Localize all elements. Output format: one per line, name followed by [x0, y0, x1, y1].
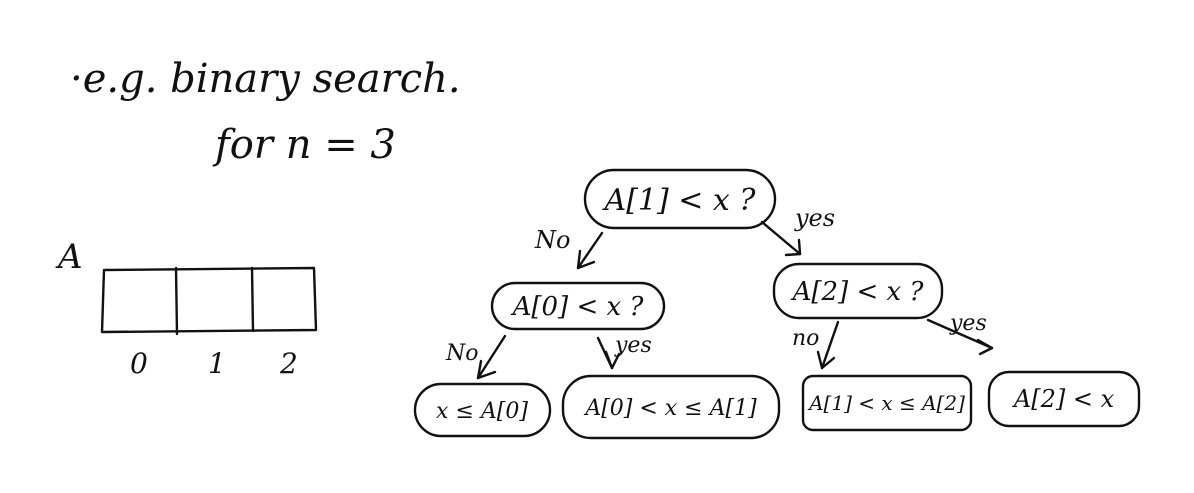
edge-label-right-left: no	[792, 326, 819, 351]
heading-line-2: for n = 3	[212, 122, 396, 168]
edge-left-right-arrowhead	[604, 350, 621, 370]
node-right: A[2] < x ?	[791, 277, 925, 307]
edge-label-root-left: No	[534, 226, 570, 254]
edge-root-left-arrowhead	[576, 249, 596, 270]
node-root-outline	[583, 168, 777, 230]
node-left-outline	[490, 281, 666, 331]
node-left: A[0] < x ?	[511, 292, 645, 322]
edge-left-left-arrowhead	[476, 359, 497, 380]
array-index-0: 0	[130, 347, 148, 380]
heading-line-1: ·e.g. binary search.	[70, 56, 461, 102]
node-right-outline	[772, 262, 944, 320]
array-divider-1	[174, 266, 179, 336]
edge-right-left-arrowhead	[816, 350, 836, 370]
decision-tree: A[1] < x ? A[0] < x ? A[2] < x ? x ≤ A[0…	[413, 168, 1141, 440]
edge-label-left-right: yes	[614, 333, 652, 358]
array-label: A	[55, 237, 83, 277]
node-root: A[1] < x ?	[602, 183, 757, 218]
leaf-ll: x ≤ A[0]	[436, 399, 528, 424]
edge-label-root-right: yes	[794, 204, 835, 232]
array-box	[100, 266, 318, 334]
leaf-rl: A[1] < x ≤ A[2]	[807, 391, 965, 415]
array-index-2: 2	[279, 347, 298, 380]
edge-right-right	[926, 318, 994, 350]
edge-label-right-right: yes	[949, 311, 987, 336]
array-diagram: A 0 1 2	[55, 237, 318, 380]
leaf-ll-outline	[413, 382, 552, 438]
edge-root-left	[576, 231, 604, 270]
leaf-rl-outline	[801, 374, 973, 432]
edge-right-right-arrowhead	[976, 338, 994, 356]
leaf-lr: A[0] < x ≤ A[1]	[583, 396, 757, 421]
edge-label-left-left: No	[445, 341, 479, 366]
edge-root-right	[760, 220, 802, 256]
array-index-1: 1	[208, 347, 226, 380]
leaf-rr: A[2] < x	[1012, 385, 1115, 413]
edge-left-left	[476, 334, 507, 380]
leaf-rr-outline	[987, 370, 1141, 428]
edge-right-left	[820, 320, 840, 370]
edge-root-right-arrowhead	[784, 238, 802, 257]
leaf-lr-outline	[561, 374, 781, 440]
array-divider-2	[250, 266, 255, 333]
